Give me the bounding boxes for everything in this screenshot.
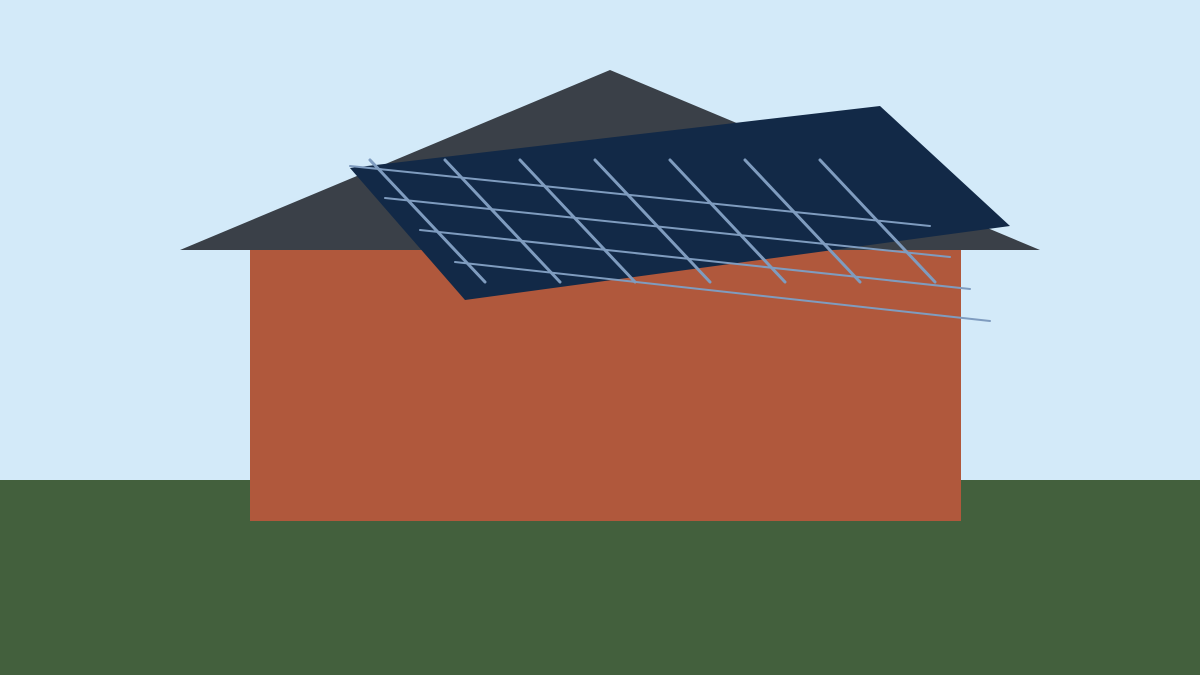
solar-panel-grid <box>349 158 991 322</box>
grid-line-diagonal <box>593 158 712 284</box>
grid-line-horizontal <box>349 165 931 227</box>
grid-line-diagonal <box>668 158 787 284</box>
grid-line-diagonal <box>743 158 862 284</box>
grid-line-horizontal <box>384 197 951 258</box>
grid-line-diagonal <box>443 158 562 284</box>
solar-panel <box>350 106 1010 300</box>
grid-line-diagonal <box>368 158 487 284</box>
grid-line-diagonal <box>518 158 637 284</box>
house-wall <box>250 250 961 521</box>
grid-line-horizontal <box>454 261 991 322</box>
grid-line-diagonal <box>818 158 937 284</box>
grid-line-horizontal <box>419 229 971 290</box>
